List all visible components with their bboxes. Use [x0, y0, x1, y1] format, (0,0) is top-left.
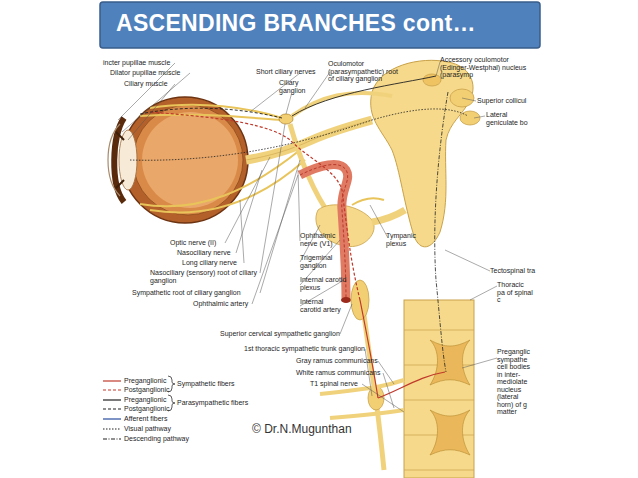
sympathetic-pathway	[150, 112, 445, 398]
part-label: Nasociliary nerve	[177, 249, 231, 257]
part-label: Tectospinal tra	[490, 267, 535, 275]
slide-title: ASCENDING BRANCHES cont…	[116, 10, 476, 37]
part-label: 1st thoracic sympathetic trunk ganglion	[244, 345, 365, 353]
part-label: Sympathetic root of ciliary ganglion	[132, 289, 241, 297]
legend-text: Postganglionic	[124, 386, 170, 393]
legend-sample	[103, 378, 121, 384]
part-label: Superior collicul	[477, 97, 526, 105]
part-label: Ciliary muscle	[124, 80, 168, 88]
part-label: Optic nerve (II)	[170, 239, 216, 247]
leader-lines	[118, 62, 497, 412]
part-label: Trigeminal ganglion	[300, 254, 344, 269]
part-label: Long ciliary nerve	[182, 259, 237, 267]
legend-text: Descending pathway	[124, 435, 189, 442]
spinal-cord	[404, 300, 474, 478]
part-label: Lateral geniculate bo	[486, 111, 534, 126]
legend-text: Postganglionic	[124, 405, 170, 412]
part-label: Ophthalmic nerve (V1)	[300, 232, 350, 247]
ciliary-nerves	[140, 105, 305, 213]
trigeminal-root	[372, 210, 405, 222]
part-label: Parasympathetic fibers	[177, 399, 248, 407]
part-label: Internal carotid plexus	[300, 276, 348, 291]
part-label: Dilator pupillae muscle	[110, 69, 180, 77]
part-label: Accessory oculomotor (Edinger-Westphal) …	[440, 56, 535, 79]
brainstem	[371, 60, 480, 247]
artery-cut-end	[341, 297, 351, 303]
title-bar	[100, 2, 540, 48]
legend-sample	[103, 436, 121, 442]
part-label: Internal carotid artery	[300, 298, 344, 313]
legend-text: Visual pathway	[124, 425, 171, 432]
legend-sample	[103, 416, 121, 422]
tympanic-plexus	[352, 198, 384, 205]
part-label: Gray ramus communicans	[296, 357, 378, 365]
legend-text: Preganglionic	[124, 396, 166, 403]
optic-nerve	[246, 120, 372, 160]
part-label: Ophthalmic artery	[193, 300, 248, 308]
part-label: Short ciliary nerves	[256, 68, 316, 76]
visual-pathway	[130, 109, 468, 160]
legend-text: Afferent fibers	[124, 415, 167, 422]
part-label: Oculomotor (parasympathetic) root of cil…	[328, 60, 400, 83]
part-label: Tympanic plexus	[386, 232, 422, 247]
descending-pathway	[435, 92, 448, 372]
part-label: T1 spinal nerve	[310, 380, 358, 388]
legend-sample	[103, 397, 121, 403]
parasympathetic-pathway	[140, 76, 436, 118]
part-label: Superior cervical sympathetic ganglion	[220, 330, 340, 338]
part-label: Sympathetic fibers	[177, 380, 235, 388]
part-label: Thoracic pa of spinal c	[497, 281, 533, 304]
part-label: Preganglic sympathe cell bodies in inter…	[497, 348, 535, 416]
part-label: Ciliary ganglion	[279, 79, 309, 94]
legend-sample	[103, 387, 121, 393]
part-label: incter pupillae muscle	[103, 59, 170, 67]
legend-sample	[103, 406, 121, 412]
legend-sample	[103, 426, 121, 432]
oculomotor-nerve	[292, 93, 392, 116]
optic-nerve-edge	[246, 120, 372, 160]
ciliary-ganglion	[279, 114, 293, 124]
watermark: © Dr.N.Mugunthan	[252, 423, 352, 436]
part-label: Nasociliary (sensory) root of ciliary ga…	[150, 269, 262, 284]
part-label: White ramus communicans	[296, 369, 380, 377]
legend-text: Preganglionic	[124, 377, 166, 384]
